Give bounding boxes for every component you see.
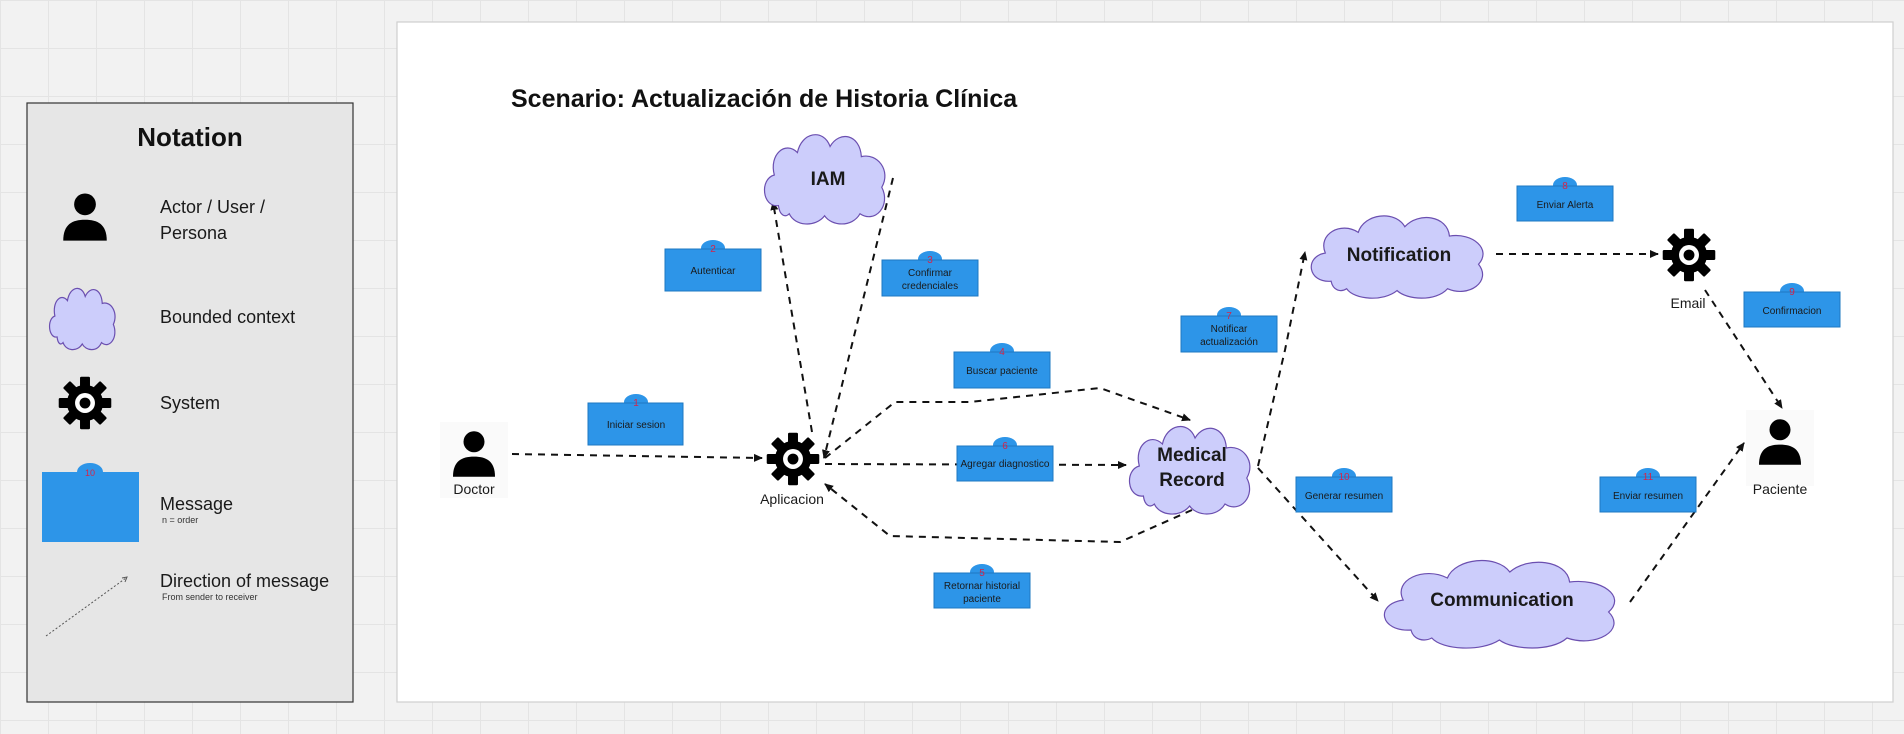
legend-message-label: Message <box>160 494 233 514</box>
message-11-text: Enviar resumen <box>1613 491 1683 502</box>
message-icon: 10 <box>42 463 139 542</box>
arrow-enviar-resumen <box>1629 442 1745 603</box>
context-notification-label: Notification <box>1347 245 1452 266</box>
message-1-text: Iniciar sesion <box>607 420 665 431</box>
legend-context-label: Bounded context <box>160 307 295 327</box>
legend-actor-label: Actor / User / <box>160 197 265 217</box>
message-4-number: 4 <box>999 347 1005 358</box>
message-2-number: 2 <box>710 244 716 255</box>
arrow-agregar-diagnostico <box>824 460 1127 469</box>
legend-message-sublabel: n = order <box>162 515 198 525</box>
system-email[interactable]: Email <box>1662 228 1716 311</box>
message-5-text-line2: paciente <box>963 594 1001 605</box>
legend-system-label: System <box>160 393 220 413</box>
gear-icon <box>58 376 112 430</box>
message-9[interactable]: 9 Confirmacion <box>1743 283 1841 328</box>
message-arrows <box>511 177 1783 603</box>
arrow-confirmacion <box>1704 289 1783 409</box>
gear-icon <box>1662 228 1716 282</box>
arrow-buscar-paciente <box>824 386 1191 459</box>
legend-title: Notation <box>137 122 242 152</box>
arrow-generar-resumen <box>1257 467 1379 602</box>
scenario-title: Scenario: Actualización de Historia Clín… <box>511 85 1018 113</box>
message-4-text: Buscar paciente <box>966 366 1038 377</box>
legend-direction-sublabel: From sender to receiver <box>162 592 258 602</box>
context-communication[interactable]: Communication <box>1383 559 1616 649</box>
legend-message-number: 10 <box>85 468 95 478</box>
legend-actor-label-line2: Persona <box>160 223 228 243</box>
arrow-retornar-historial <box>824 483 1193 544</box>
message-3-number: 3 <box>927 255 933 266</box>
message-5[interactable]: 5 Retornar historial paciente <box>933 564 1031 609</box>
context-medical-record-label-line1: Medical <box>1157 445 1227 466</box>
message-9-text: Confirmacion <box>1763 306 1822 317</box>
message-4[interactable]: 4 Buscar paciente <box>953 343 1051 389</box>
message-2[interactable]: 2 Autenticar <box>664 240 762 292</box>
legend-direction-label: Direction of message <box>160 571 329 591</box>
message-6-text: Agregar diagnostico <box>961 459 1050 470</box>
context-iam-label: IAM <box>811 169 846 190</box>
message-10[interactable]: 10 Generar resumen <box>1295 468 1393 513</box>
message-7-number: 7 <box>1226 311 1232 322</box>
message-7[interactable]: 7 Notificar actualización <box>1180 307 1278 353</box>
message-1[interactable]: 1 Iniciar sesion <box>587 394 684 446</box>
actor-paciente[interactable]: Paciente <box>1746 410 1814 497</box>
arrow-iniciar-sesion <box>511 453 763 462</box>
message-11-number: 11 <box>1643 472 1654 483</box>
message-9-number: 9 <box>1789 287 1795 298</box>
legend-panel: Notation Actor / User / Persona Bounded … <box>26 102 354 703</box>
message-7-text-line1: Notificar <box>1211 324 1248 335</box>
context-medical-record[interactable]: Medical Record <box>1128 425 1251 515</box>
message-1-number: 1 <box>633 398 639 409</box>
message-7-text-line2: actualización <box>1200 337 1258 348</box>
message-3-text-line2: credenciales <box>902 281 958 292</box>
message-2-text: Autenticar <box>690 266 736 277</box>
actor-doctor[interactable]: Doctor <box>440 422 508 498</box>
message-8[interactable]: 8 Enviar Alerta <box>1516 177 1614 222</box>
message-3-text-line1: Confirmar <box>908 268 953 279</box>
system-email-label: Email <box>1670 295 1705 311</box>
message-5-number: 5 <box>979 568 985 579</box>
message-10-number: 10 <box>1338 472 1350 483</box>
message-6[interactable]: 6 Agregar diagnostico <box>956 437 1054 482</box>
message-11[interactable]: 11 Enviar resumen <box>1599 468 1697 513</box>
context-notification[interactable]: Notification <box>1310 215 1484 299</box>
actor-doctor-label: Doctor <box>453 481 495 497</box>
system-aplicacion-label: Aplicacion <box>760 491 824 507</box>
message-8-text: Enviar Alerta <box>1537 200 1594 211</box>
arrow-confirmar-credenciales <box>822 177 894 459</box>
message-3[interactable]: 3 Confirmar credenciales <box>881 251 979 297</box>
actor-paciente-label: Paciente <box>1753 481 1808 497</box>
context-iam[interactable]: IAM <box>763 134 886 225</box>
system-aplicacion[interactable]: Aplicacion <box>760 432 824 507</box>
arrow-notificar-actualizacion <box>1257 251 1308 467</box>
context-medical-record-label-line2: Record <box>1159 470 1224 491</box>
scenario-frame <box>396 21 1894 703</box>
message-6-number: 6 <box>1002 441 1008 452</box>
message-10-text: Generar resumen <box>1305 491 1383 502</box>
message-8-number: 8 <box>1562 181 1568 192</box>
arrow-icon <box>45 576 128 637</box>
message-5-text-line1: Retornar historial <box>944 581 1020 592</box>
context-communication-label: Communication <box>1430 590 1574 611</box>
gear-icon <box>766 432 820 486</box>
